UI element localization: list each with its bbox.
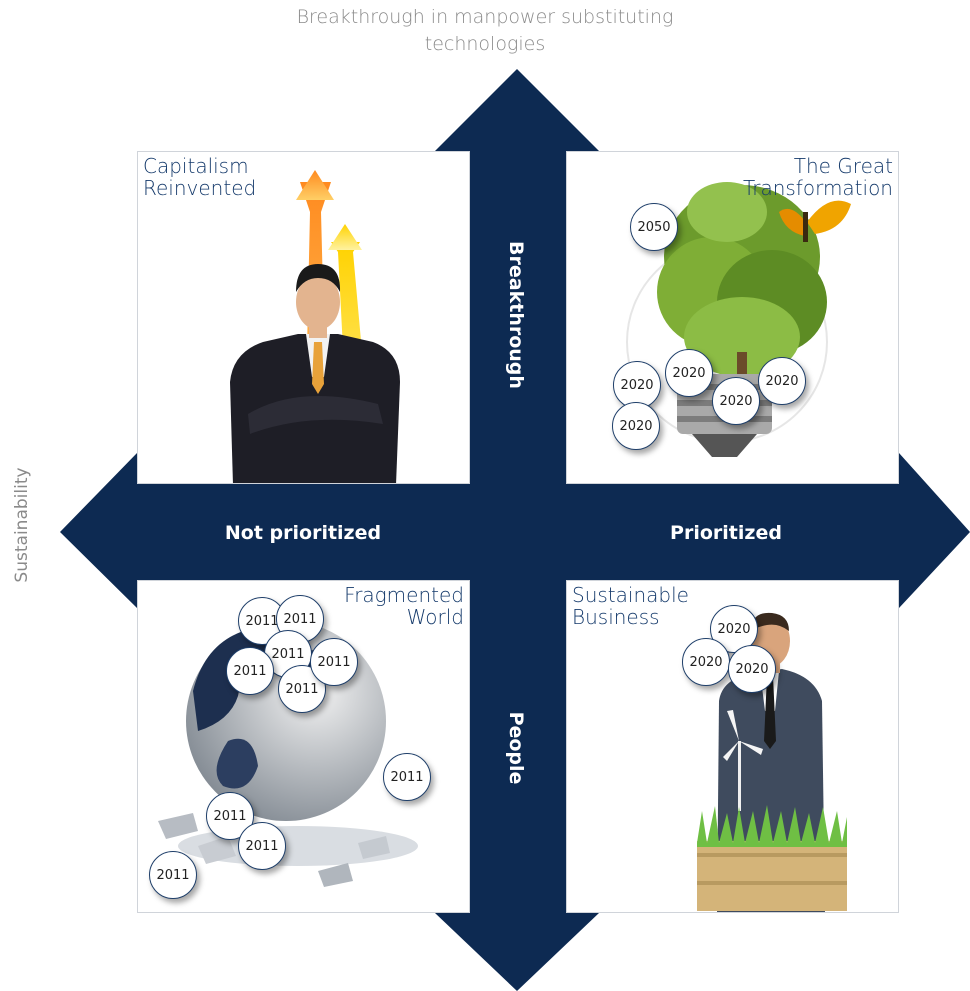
year-badge: 2050 [630,203,678,251]
year-badge: 2020 [613,361,661,409]
year-badge: 2020 [758,357,806,405]
axis-label-prioritized: Prioritized [670,522,782,544]
year-badge: 2011 [383,753,431,801]
year-badge: 2020 [665,349,713,397]
axis-label-breakthrough: Breakthrough [505,241,527,389]
quadrant-title: Fragmented World [344,583,464,629]
quadrant-title: Sustainable Business [572,583,689,629]
businessman-arrows-illustration [230,170,400,483]
year-badge: 2020 [612,402,660,450]
axis-label-not-prioritized: Not prioritized [224,522,382,544]
top-axis-label: Breakthrough in manpower substituting te… [285,4,685,58]
year-badge: 2020 [682,638,730,686]
year-badge: 2011 [226,647,274,695]
quadrant-capitalism-reinvented: Capitalism Reinvented [137,151,470,484]
axis-label-people: People [505,711,527,785]
businessman-wind-turbine-illustration [697,612,847,912]
year-badge: 2011 [310,638,358,686]
quadrant-title: The Great Transformation [742,154,893,200]
year-badge: 2011 [149,851,197,899]
year-badge: 2020 [712,377,760,425]
quadrant-title: Capitalism Reinvented [143,154,257,200]
year-badge: 2011 [238,822,286,870]
top-axis-label-line: Breakthrough in manpower substituting te… [296,6,674,55]
horizontal-arrow [60,453,970,608]
year-badge: 2020 [728,645,776,693]
